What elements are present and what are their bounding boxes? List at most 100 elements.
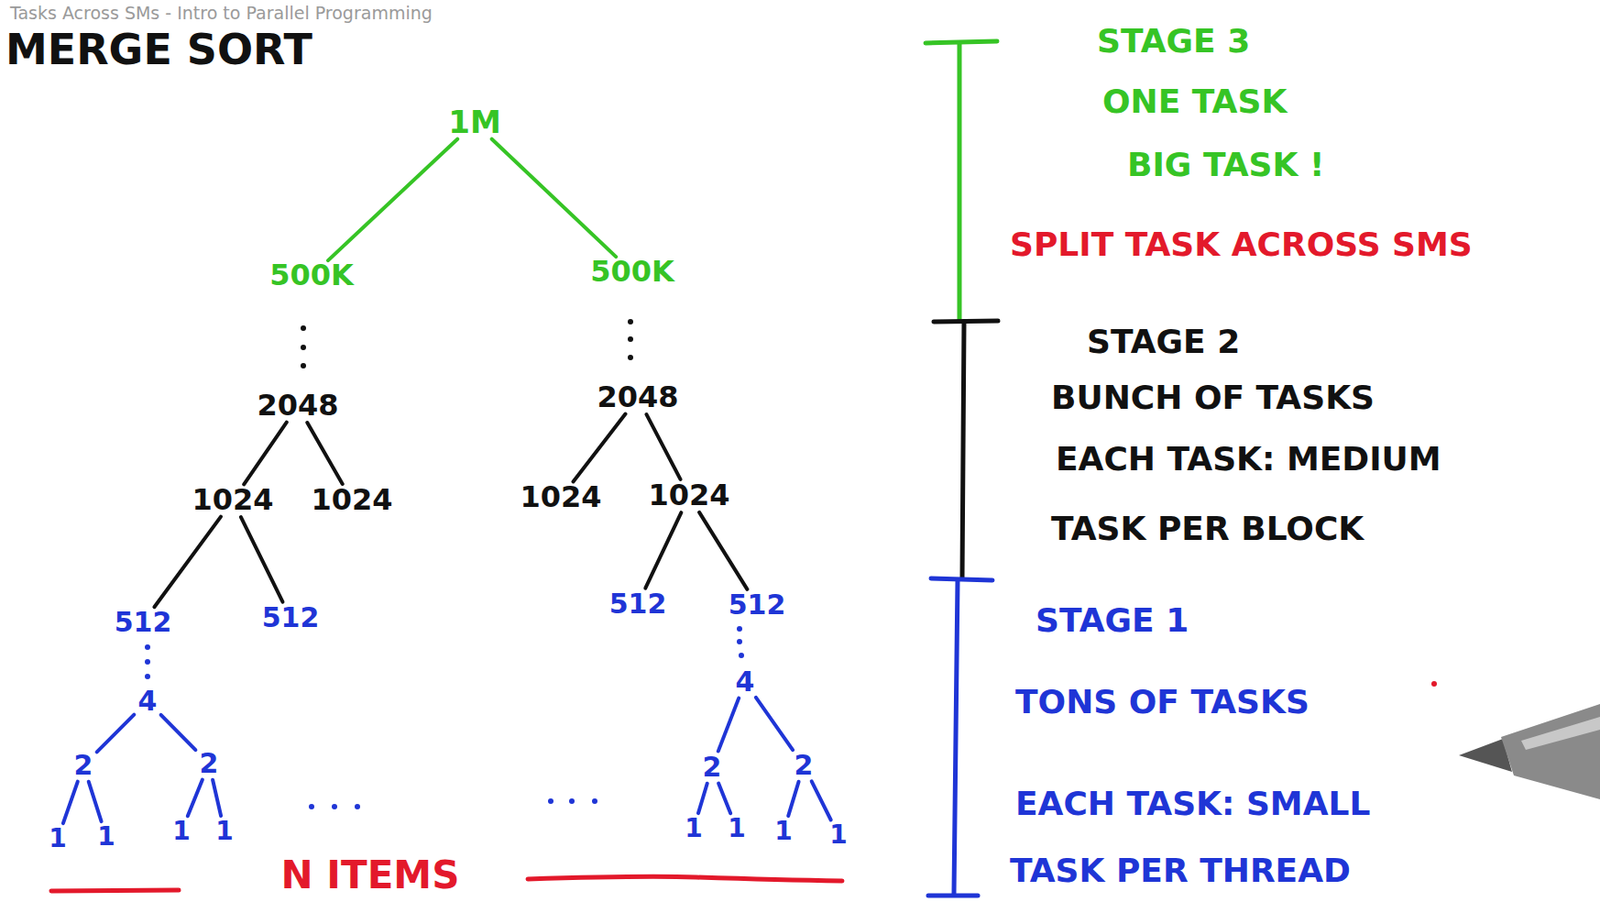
stage-note: BIG TASK ! [1127,147,1325,183]
tree-branch [187,779,203,817]
node-label: 1024 [310,484,393,516]
tree-node: 2 [199,748,220,779]
tree-node: 1M [448,106,502,140]
tree-node: 512 [114,607,173,637]
node-label: 2 [702,752,723,782]
node-label: 2048 [256,390,339,422]
dot [627,336,634,342]
node-label: 1 [48,824,66,852]
node-label: 512 [262,602,320,633]
pen-shine [1521,716,1600,750]
node-label: 1 [172,817,190,844]
stage-note: EACH TASK: MEDIUM [1055,441,1442,477]
tree-branch [153,516,221,608]
dot [591,798,598,804]
tree-node: 1024 [519,482,602,514]
stage2-tick [933,320,998,322]
underline [51,889,179,891]
tree-branch [161,714,197,750]
tree-branch [699,512,747,590]
node-label: 2 [199,748,220,779]
dot [547,798,554,804]
tree-node: 1 [48,824,66,852]
title: MERGE SORT [5,27,313,72]
tree-node: 1024 [647,480,730,512]
tree-branch [646,414,681,480]
node-label: 2 [74,750,94,780]
watermark: Tasks Across SMs - Intro to Parallel Pro… [10,4,433,23]
tree-node: 1 [727,814,746,842]
tree-node: 2 [794,750,814,780]
underline [527,876,843,881]
tree-node: 512 [728,590,787,620]
node-label: 1 [774,817,792,844]
tree-node: 4 [735,667,756,697]
tree-node: 500K [590,256,675,288]
tree-branch [328,139,458,261]
tree-node: 2048 [596,382,679,414]
node-label: 1 [684,814,702,842]
tree-node: 1 [215,817,233,844]
stage3-tick [925,41,998,44]
node-label: 1024 [519,482,602,514]
tree-node: 500K [269,260,354,292]
node-label: 2048 [596,382,679,414]
stage-note: ONE TASK [1102,84,1287,120]
dot [736,638,743,645]
tree-branch [573,414,626,483]
tree-branch [718,698,739,752]
stage1-tick [928,893,978,899]
node-label: 1 [215,817,233,844]
dot [331,803,338,810]
tree-branch [306,422,342,484]
dot [308,803,315,810]
tree-branch [241,516,284,603]
pen-body [1501,703,1600,800]
stage-note: BUNCH OF TASKS [1051,380,1375,416]
tree-node: 1024 [191,484,274,516]
stage3-bracket [957,43,963,320]
tree-branch [88,781,102,822]
dot [736,625,743,632]
dot [627,354,634,361]
stage1-tick [931,578,993,581]
dot [144,673,151,680]
node-label: 1024 [647,480,730,512]
tree-branch [492,139,617,257]
tree-branch [63,781,78,824]
node-label: 1 [829,821,847,848]
stage2-bracket [962,321,965,579]
dot [144,658,151,665]
tree-node: 512 [609,589,668,619]
tree-node: 1 [172,817,190,844]
node-label: 1M [448,106,502,140]
stage-note: EACH TASK: SMALL [1015,786,1370,822]
dot [300,362,307,369]
node-label: 500K [269,260,354,292]
stage-note: TASK PER BLOCK [1051,511,1364,547]
tree-node: 2048 [256,390,339,422]
node-label: 512 [728,590,787,620]
dot [627,318,634,325]
dot [569,798,575,804]
dot [300,344,307,351]
node-label: 4 [735,667,756,697]
node-label: 500K [590,256,675,288]
stage-brackets [925,41,998,896]
stage-note: TONS OF TASKS [1015,684,1310,720]
dot [738,652,745,658]
pen [1458,703,1600,800]
node-label: 512 [609,589,668,619]
tree-node: 1024 [310,484,393,516]
tree-node: 512 [262,602,320,633]
tree-branch [811,780,832,820]
node-label: 1024 [191,484,274,516]
tree-branch [698,783,708,813]
tree-node: 2 [74,750,94,780]
stage-heading: STAGE 1 [1035,602,1189,638]
tree-branch [212,779,221,816]
ellipsis-dots [144,318,745,810]
node-label: 2 [794,750,814,780]
tree-branch [756,697,793,750]
